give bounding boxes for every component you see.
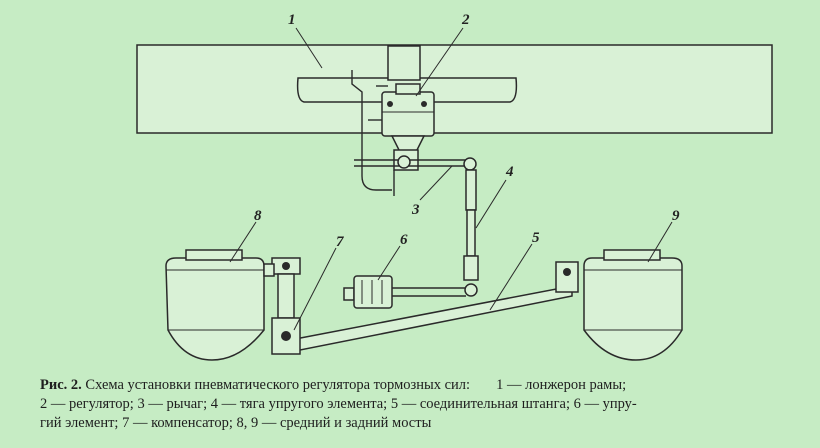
- label-3: 3: [411, 202, 420, 218]
- label-6: 6: [400, 232, 408, 248]
- label-2: 2: [461, 12, 470, 28]
- figure-caption: Рис. 2. Схема установки пневматического …: [40, 376, 780, 433]
- caption-line-1: Рис. 2. Схема установки пневматического …: [40, 376, 780, 395]
- caption-item-1: 1 — лонжерон рамы;: [496, 377, 627, 393]
- caption-title: Схема установки пневматического регулято…: [85, 377, 471, 393]
- rear-axle: [555, 249, 683, 361]
- label-5: 5: [532, 230, 540, 246]
- leader-lines: [229, 27, 673, 331]
- label-7: 7: [336, 234, 344, 250]
- label-4: 4: [505, 164, 514, 180]
- label-1: 1: [288, 12, 296, 28]
- lever: [354, 155, 477, 171]
- brake-regulator-diagram: 1 2 3 4 5 6 7 8 9: [136, 12, 773, 361]
- frame-side-member: [136, 44, 773, 134]
- caption-line-3: гий элемент; 7 — компенсатор; 8, 9 — сре…: [40, 415, 432, 431]
- middle-axle: [165, 249, 275, 361]
- caption-heading: Рис. 2.: [40, 377, 82, 393]
- compensator: [271, 257, 301, 355]
- label-8: 8: [254, 208, 262, 224]
- caption-line-2: 2 — регулятор; 3 — рычаг; 4 — тяга упруг…: [40, 396, 637, 412]
- label-9: 9: [672, 208, 680, 224]
- elastic-element-rod: [463, 169, 479, 297]
- elastic-element: [343, 275, 466, 309]
